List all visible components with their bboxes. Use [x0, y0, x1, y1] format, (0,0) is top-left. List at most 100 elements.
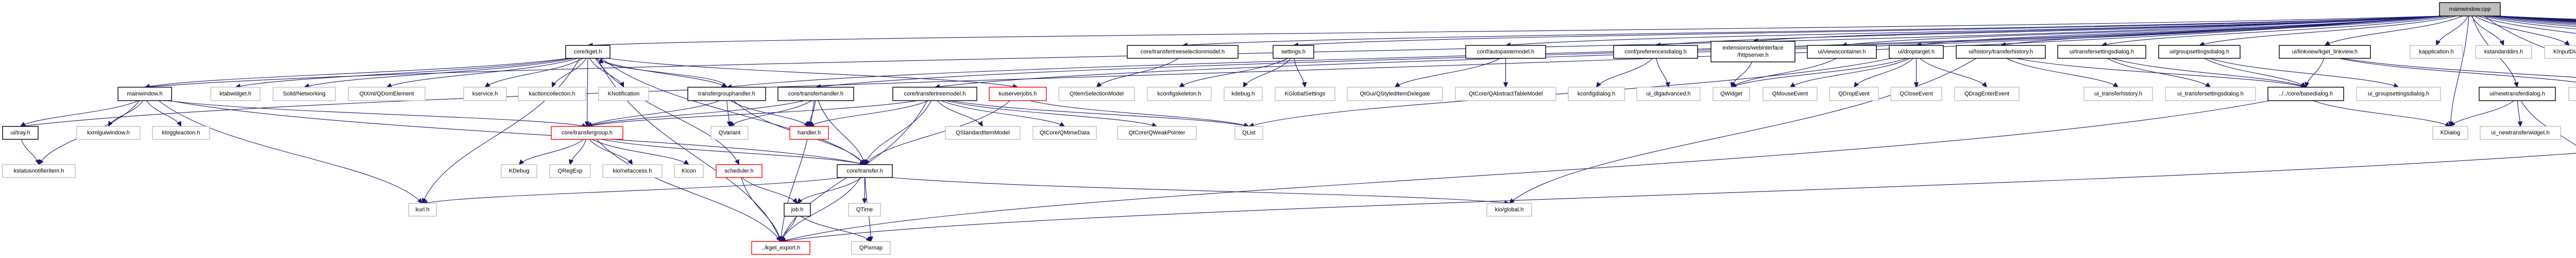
- node-box[interactable]: [1486, 203, 1532, 217]
- node-box[interactable]: [348, 87, 426, 101]
- node-box[interactable]: [2475, 45, 2532, 59]
- node-box[interactable]: [1710, 41, 1795, 62]
- node-box[interactable]: [1465, 45, 1546, 59]
- node-box[interactable]: [1127, 45, 1239, 59]
- node-box[interactable]: [1762, 87, 1818, 101]
- graph-node-core-transfertreemodel-h[interactable]: core/transfertreemodel.h: [892, 87, 977, 101]
- node-box[interactable]: [2165, 87, 2256, 101]
- node-box[interactable]: [784, 203, 811, 217]
- graph-node-kglobalsettings[interactable]: KGlobalSettings: [1275, 87, 1335, 101]
- graph-node-qitemselectionmodel[interactable]: QItemSelectionModel: [1058, 87, 1135, 101]
- node-box[interactable]: [2439, 2, 2501, 17]
- graph-node-kuiserverjobs-h[interactable]: kuiserverjobs.h: [989, 87, 1047, 101]
- node-box[interactable]: [408, 203, 437, 217]
- node-box[interactable]: [117, 87, 172, 101]
- graph-node-kget-export-h[interactable]: ../kget_export.h: [751, 241, 810, 255]
- node-box[interactable]: [2480, 126, 2561, 140]
- graph-node-kactioncollection-h[interactable]: kactioncollection.h: [518, 87, 586, 101]
- graph-node-ui-transferhistory-h[interactable]: ui_transferhistory.h: [2083, 87, 2153, 101]
- node-box[interactable]: [892, 87, 977, 101]
- node-box[interactable]: [2479, 87, 2556, 101]
- graph-node-qdragenterevent[interactable]: QDragEnterEvent: [1954, 87, 2020, 101]
- graph-node-qcloseevent[interactable]: QCloseEvent: [1890, 87, 1942, 101]
- node-box[interactable]: [1713, 87, 1750, 101]
- node-box[interactable]: [2356, 87, 2441, 101]
- graph-node-scheduler-h[interactable]: scheduler.h: [716, 164, 762, 178]
- graph-node-qtxml-qdomelement[interactable]: QtXml/QDomElement: [348, 87, 426, 101]
- graph-node-settings-h[interactable]: settings.h: [1273, 45, 1314, 59]
- graph-node-conf-autopastemodel-h[interactable]: conf/autopastemodel.h: [1465, 45, 1546, 59]
- graph-node-job-h[interactable]: job.h: [784, 203, 811, 217]
- node-box[interactable]: [273, 87, 336, 101]
- node-box[interactable]: [1636, 87, 1701, 101]
- graph-node-ui-tray-h[interactable]: ui/tray.h: [2, 126, 39, 140]
- node-box[interactable]: [2158, 45, 2241, 59]
- graph-node-ui-linkview-kget-linkview-h[interactable]: ui/linkview/kget_linkview.h: [2279, 45, 2371, 59]
- graph-node-solid-networking[interactable]: Solid/Networking: [273, 87, 336, 101]
- graph-node-kicon[interactable]: KIcon: [674, 164, 704, 178]
- node-box[interactable]: [2057, 45, 2146, 59]
- graph-node-ui-viewscontainer-h[interactable]: ui/viewscontainer.h: [1807, 45, 1877, 59]
- node-box[interactable]: [1568, 87, 1625, 101]
- graph-node-qtime[interactable]: QTime: [848, 203, 881, 217]
- node-box[interactable]: [210, 87, 261, 101]
- graph-node-kconfigskeleton-h[interactable]: kconfigskeleton.h: [1147, 87, 1212, 101]
- graph-node-kio-netaccess-h[interactable]: kio/netaccess.h: [602, 164, 663, 178]
- graph-node-ui-dlgadvanced-h[interactable]: ui_dlgadvanced.h: [1636, 87, 1701, 101]
- graph-node-qpixmap[interactable]: QPixmap: [851, 241, 891, 255]
- node-box[interactable]: [1954, 87, 2020, 101]
- graph-node-ui-groupsettingsdialog-ui-h[interactable]: ui_groupsettingsdialog.h: [2356, 87, 2441, 101]
- graph-node-ui-transfersettingsdialog-h[interactable]: ui/transfersettingsdialog.h: [2057, 45, 2146, 59]
- node-box[interactable]: [565, 45, 611, 59]
- graph-node-qtcore-qmimedata[interactable]: QtCore/QMimeData: [1032, 126, 1097, 140]
- graph-node-ui-importlinkdialog-h[interactable]: ui_importlinkdialog.h: [2568, 87, 2576, 101]
- graph-node-ktabwidget-h[interactable]: ktabwidget.h: [210, 87, 261, 101]
- graph-node-ui-newtransferwidget-h[interactable]: ui_newtransferwidget.h: [2480, 126, 2561, 140]
- graph-node-qmouseevent[interactable]: QMouseEvent: [1762, 87, 1818, 101]
- graph-node-ui-groupsettingsdialog-h[interactable]: ui/groupsettingsdialog.h: [2158, 45, 2241, 59]
- node-box[interactable]: [463, 87, 507, 101]
- node-box[interactable]: [1234, 126, 1263, 140]
- node-box[interactable]: [518, 87, 586, 101]
- node-box[interactable]: [2, 164, 76, 178]
- graph-node-core-transfertreeselectionmodel-h[interactable]: core/transfertreeselectionmodel.h: [1127, 45, 1239, 59]
- graph-node-kurl-h[interactable]: kurl.h: [408, 203, 437, 217]
- node-box[interactable]: [2432, 126, 2468, 140]
- graph-node-ui-newtransferdialog-h[interactable]: ui/newtransferdialog.h: [2479, 87, 2556, 101]
- node-box[interactable]: [1890, 87, 1942, 101]
- node-box[interactable]: [2544, 45, 2576, 59]
- graph-node-core-transfer-h[interactable]: core/transfer.h: [837, 164, 893, 178]
- graph-node-qregexp[interactable]: QRegExp: [549, 164, 591, 178]
- node-box[interactable]: [1889, 45, 1944, 59]
- graph-node-kservice-h[interactable]: kservice.h: [463, 87, 507, 101]
- graph-node-basedialog-h[interactable]: ../../core/basedialog.h: [2267, 87, 2344, 101]
- node-box[interactable]: [687, 87, 766, 101]
- node-box[interactable]: [848, 203, 881, 217]
- node-box[interactable]: [1347, 87, 1443, 101]
- node-box[interactable]: [2267, 87, 2344, 101]
- node-box[interactable]: [551, 126, 623, 140]
- graph-node-mainwindow-h[interactable]: mainwindow.h: [117, 87, 172, 101]
- graph-node-qstandarditemmodel[interactable]: QStandardItemModel: [945, 126, 1021, 140]
- node-box[interactable]: [1613, 45, 1698, 59]
- graph-node-kstandarddirs-h[interactable]: kstandarddirs.h: [2475, 45, 2532, 59]
- node-box[interactable]: [674, 164, 704, 178]
- node-box[interactable]: [1032, 126, 1097, 140]
- graph-node-ui-droptarget-h[interactable]: ui/droptarget.h: [1889, 45, 1944, 59]
- graph-node-ui-transfersettingsdialog-ui-h[interactable]: ui_transfersettingsdialog.h: [2165, 87, 2256, 101]
- graph-node-qlist[interactable]: QList: [1234, 126, 1263, 140]
- graph-node-transfergrouphandler-h[interactable]: transfergrouphandler.h: [687, 87, 766, 101]
- node-box[interactable]: [1455, 87, 1556, 101]
- graph-node-conf-preferencesdialog-h[interactable]: conf/preferencesdialog.h: [1613, 45, 1698, 59]
- graph-node-kconfigdialog-h[interactable]: kconfigdialog.h: [1568, 87, 1625, 101]
- node-box[interactable]: [501, 164, 537, 178]
- graph-node-kapplication-h[interactable]: kapplication.h: [2410, 45, 2463, 59]
- graph-node-qwidget[interactable]: QWidget: [1713, 87, 1750, 101]
- node-box[interactable]: [751, 241, 810, 255]
- node-box[interactable]: [989, 87, 1047, 101]
- graph-node-kdebug[interactable]: KDebug: [501, 164, 537, 178]
- node-box[interactable]: [1058, 87, 1135, 101]
- node-box[interactable]: [1807, 45, 1877, 59]
- node-box[interactable]: [1829, 87, 1879, 101]
- graph-node-qtcore-qweakpointer[interactable]: QtCore/QWeakPointer: [1117, 126, 1197, 140]
